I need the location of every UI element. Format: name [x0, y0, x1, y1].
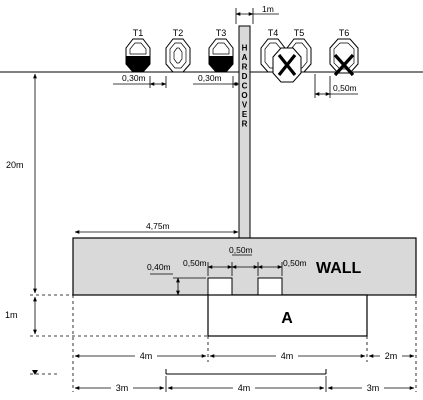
dim-slots: 0,50m 0,50m 0,50m [183, 245, 307, 276]
dim-label: 4m [281, 351, 294, 361]
dim-wall-to-hardcover: 4,75m [74, 221, 239, 234]
dim-label: 4,75m [146, 221, 170, 231]
dim-label: 0,50m [229, 245, 253, 255]
dim-label: 1m [262, 4, 274, 14]
dim-row1: 4m 4m 2m [74, 349, 415, 361]
dim-label: 0,50m [183, 258, 207, 268]
hardcover-label: HARDCOVER [240, 43, 249, 129]
dim-label: 2m [385, 351, 398, 361]
dim-gap-t1-t2: 0,30m [113, 73, 167, 88]
target-t3: T3 [208, 28, 234, 73]
dim-height-20m: 20m [6, 71, 40, 294]
target-label: T5 [294, 28, 305, 38]
dim-gap-t3-hardcover: 0,30m [193, 73, 240, 88]
wall: WALL [72, 237, 417, 296]
slot-right [257, 277, 283, 296]
dim-depth-1m: 1m [5, 294, 208, 337]
wall-body [72, 237, 417, 296]
target-label: T2 [173, 28, 184, 38]
reference-lines [72, 295, 417, 392]
dim-label: 4m [140, 351, 153, 361]
hardcover: HARDCOVER [238, 25, 251, 239]
dim-slot-height: 0,40m [147, 262, 206, 296]
baseline-bar [30, 369, 327, 375]
dim-label: 0,50m [333, 83, 357, 93]
target-inner [129, 42, 147, 55]
target-shape [165, 38, 191, 73]
target-t6: T6 [329, 28, 359, 77]
target-fill [126, 56, 150, 72]
slot-left [207, 277, 233, 296]
dim-row2: 3m 4m 3m [74, 376, 415, 393]
dim-label: 0,30m [198, 73, 222, 83]
target-label: T4 [268, 28, 279, 38]
cross-icon [333, 53, 355, 77]
box-a-body [207, 294, 368, 337]
target-fill [209, 56, 233, 72]
dim-label: 0,40m [147, 262, 171, 272]
dim-label: 0,30m [122, 73, 146, 83]
target-label: T6 [339, 28, 350, 38]
dim-label: 1m [5, 310, 18, 320]
wall-label: WALL [316, 260, 362, 277]
cross-icon [277, 54, 297, 76]
no-shoot-marker [272, 47, 302, 83]
dim-label: 3m [367, 383, 380, 393]
target-t1: T1 [125, 28, 151, 73]
target-label: T3 [216, 28, 227, 38]
target-label: T1 [133, 28, 144, 38]
target-t2: T2 [165, 28, 191, 73]
dim-hardcover-width: 1m [235, 4, 279, 24]
box-a-label: A [281, 310, 293, 327]
dim-label: 3m [116, 383, 129, 393]
dim-gap-t6: 0,50m [314, 74, 358, 98]
target-inner [173, 47, 183, 64]
target-inner [169, 42, 187, 69]
dim-label: 20m [6, 160, 24, 170]
box-a: A [207, 294, 368, 337]
marker-arrow-icon [32, 370, 38, 375]
dim-label: 0,50m [283, 258, 307, 268]
dim-label: 4m [238, 383, 251, 393]
target-inner [212, 42, 230, 55]
